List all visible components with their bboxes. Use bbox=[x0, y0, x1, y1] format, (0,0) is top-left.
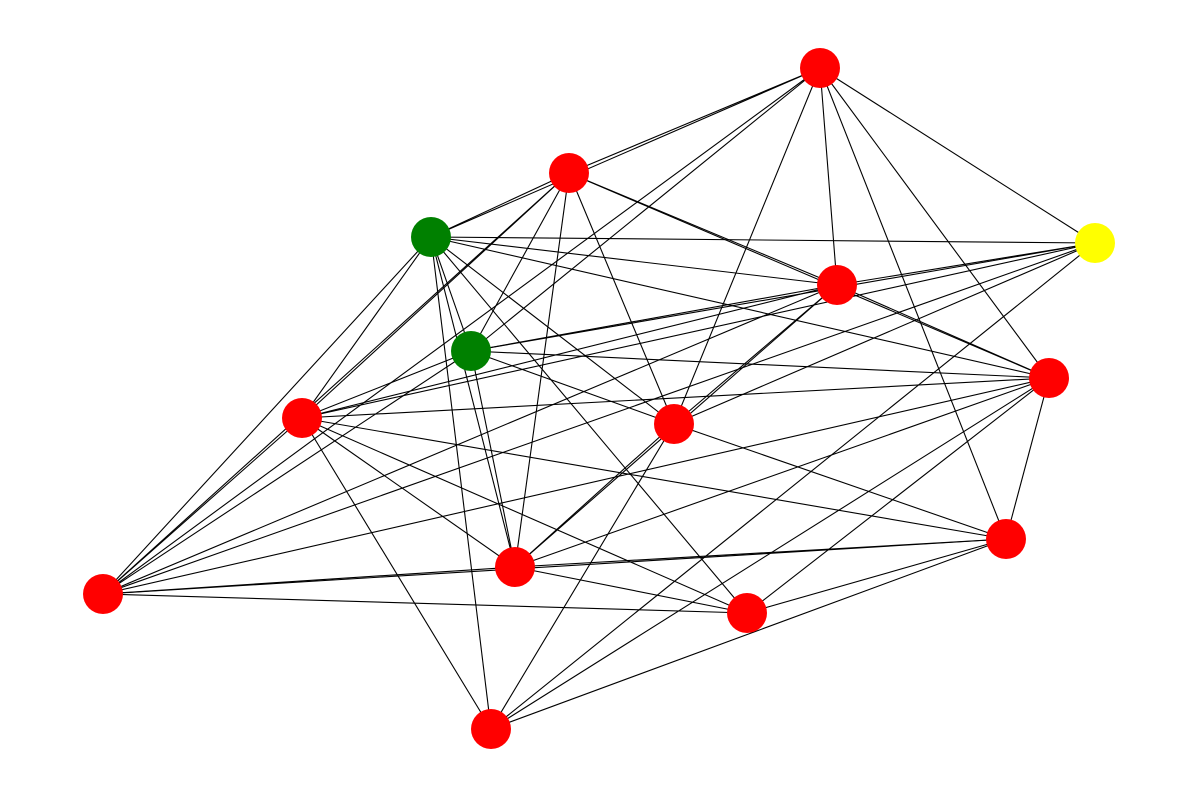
graph-node-red bbox=[549, 153, 589, 193]
graph-edge bbox=[470, 284, 838, 352]
graph-edge bbox=[514, 566, 748, 614]
graph-edge bbox=[430, 236, 1050, 379]
graph-edge bbox=[819, 67, 838, 286]
graph-node-red bbox=[986, 519, 1026, 559]
graph-nodes bbox=[83, 48, 1115, 749]
graph-node-green bbox=[411, 217, 451, 257]
graph-edge bbox=[490, 538, 1007, 730]
graph-edge bbox=[102, 242, 1096, 595]
graph-edge bbox=[673, 67, 821, 425]
graph-edge bbox=[102, 417, 303, 595]
graph-edge bbox=[430, 172, 570, 238]
graph-edge bbox=[470, 242, 1096, 352]
graph-edge bbox=[470, 350, 1050, 379]
graph-edge bbox=[301, 377, 1050, 419]
graph-edge bbox=[673, 423, 1007, 540]
graph-edge bbox=[102, 350, 472, 595]
graph-edge bbox=[746, 377, 1050, 614]
graph-edge bbox=[430, 236, 516, 568]
graph-edge bbox=[301, 242, 1096, 419]
graph-edge bbox=[102, 284, 838, 595]
graph-edge bbox=[430, 236, 1096, 244]
graph-edge bbox=[568, 67, 821, 174]
graph-node-red bbox=[654, 404, 694, 444]
graph-edge bbox=[301, 350, 472, 419]
graph-edge bbox=[301, 284, 838, 419]
graph-node-red bbox=[471, 709, 511, 749]
graph-edge bbox=[746, 538, 1007, 614]
graph-edge bbox=[1005, 377, 1050, 540]
graph-edge bbox=[430, 236, 748, 614]
graph-edges bbox=[102, 67, 1096, 730]
graph-node-red bbox=[83, 574, 123, 614]
graph-edge bbox=[430, 236, 675, 425]
graph-edge bbox=[514, 377, 1050, 568]
graph-edge bbox=[430, 236, 472, 352]
graph-node-red bbox=[282, 398, 322, 438]
graph-edge bbox=[102, 236, 432, 595]
graph-edge bbox=[514, 423, 675, 568]
graph-edge bbox=[470, 350, 516, 568]
graph-edge bbox=[430, 236, 838, 286]
graph-edge bbox=[836, 284, 1050, 379]
graph-edge bbox=[568, 172, 838, 286]
graph-edge bbox=[490, 242, 1096, 730]
graph-edge bbox=[102, 67, 821, 595]
graph-node-yellow bbox=[1075, 223, 1115, 263]
graph-edge bbox=[819, 67, 1096, 244]
graph-edge bbox=[430, 236, 492, 730]
graph-node-green bbox=[451, 331, 491, 371]
graph-edge bbox=[568, 172, 675, 425]
graph-edge bbox=[301, 417, 492, 730]
graph-edge bbox=[102, 538, 1007, 595]
graph-node-red bbox=[800, 48, 840, 88]
graph-edge bbox=[470, 172, 570, 352]
graph-node-red bbox=[727, 593, 767, 633]
graph-edge bbox=[301, 417, 748, 614]
graph-edge bbox=[102, 593, 748, 614]
graph-node-red bbox=[817, 265, 857, 305]
graph-edge bbox=[301, 417, 1007, 540]
graph-edge bbox=[102, 172, 570, 595]
graph-edge bbox=[819, 67, 1007, 540]
graph-edge bbox=[819, 67, 1050, 379]
graph-edge bbox=[430, 67, 821, 238]
graph-edge bbox=[470, 350, 675, 425]
graph-edge bbox=[301, 417, 516, 568]
graph-edge bbox=[102, 377, 1050, 595]
graph-node-red bbox=[1029, 358, 1069, 398]
graph-edge bbox=[490, 423, 675, 730]
graph-edge bbox=[470, 67, 821, 352]
graph-edge bbox=[301, 236, 432, 419]
graph-node-red bbox=[495, 547, 535, 587]
graph-edge bbox=[102, 566, 516, 595]
